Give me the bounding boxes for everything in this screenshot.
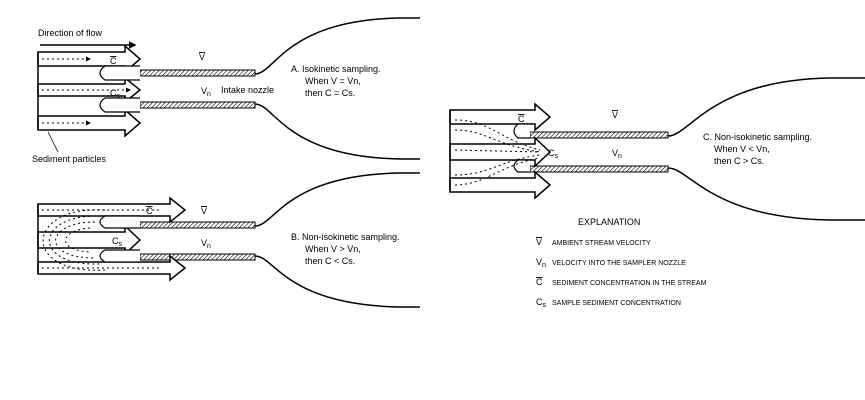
sampler-body-a bbox=[254, 17, 420, 160]
panel-a: Direction of flow Sediment particles C C… bbox=[32, 17, 420, 164]
explanation-title: EXPLANATION bbox=[578, 217, 640, 227]
cs-symbol-b: Cs bbox=[112, 236, 123, 248]
sampler-body-c bbox=[667, 77, 865, 221]
flow-deflect-c2 bbox=[513, 159, 530, 173]
particles-leader bbox=[47, 131, 59, 153]
panel-c-line3: then C > Cs. bbox=[714, 156, 764, 166]
vn-symbol-c: Vn bbox=[612, 148, 622, 160]
panel-a-line2: When V = Vn, bbox=[305, 76, 361, 86]
legend-text-cs: SAMPLE SEDIMENT CONCENTRATION bbox=[552, 300, 681, 307]
panel-c-line2: When V < Vn, bbox=[714, 144, 770, 154]
nozzle-wall-top-c bbox=[529, 131, 669, 139]
legend-text-vn: VELOCITY INTO THE SAMPLER NOZZLE bbox=[552, 260, 686, 267]
panel-c-title: C. Non-isokinetic sampling. bbox=[703, 132, 812, 142]
legend-text-c: SEDIMENT CONCENTRATION IN THE STREAM bbox=[552, 280, 707, 287]
legend-symbol-cs: Cs bbox=[536, 297, 547, 309]
c-symbol-a: C bbox=[110, 56, 117, 66]
panel-a-line3: then C = Cs. bbox=[305, 88, 355, 98]
cs-symbol-a: Cs bbox=[110, 88, 121, 100]
panel-c: C Cs V Vn C. Non-isokinetic sampling. Wh… bbox=[449, 77, 865, 221]
v-symbol-a: V bbox=[199, 52, 205, 62]
nozzle-wall-top-b bbox=[139, 221, 256, 229]
vn-symbol-a: Vn bbox=[201, 86, 211, 98]
particle-paths-b bbox=[42, 209, 160, 271]
nozzle-wall-bottom-a bbox=[139, 101, 256, 109]
flow-deflect-a2 bbox=[99, 97, 140, 113]
panel-b-title: B. Non-isokinetic sampling. bbox=[291, 232, 400, 242]
c-symbol-c: C bbox=[518, 114, 525, 124]
legend-symbol-vn: Vn bbox=[536, 257, 546, 269]
sediment-particles-label: Sediment particles bbox=[32, 154, 107, 164]
nozzle-wall-bottom-c bbox=[529, 165, 669, 173]
flow-deflect-c bbox=[513, 123, 530, 139]
panel-b-line3: then C < Cs. bbox=[305, 256, 355, 266]
legend-symbol-v: V bbox=[536, 237, 542, 247]
sampler-body-b bbox=[254, 172, 420, 308]
legend-symbol-c: C bbox=[536, 277, 543, 287]
flow-arrows-b bbox=[37, 196, 187, 282]
flow-deflect-b bbox=[99, 215, 140, 229]
vn-symbol-b: Vn bbox=[201, 238, 211, 250]
particle-paths-a bbox=[42, 56, 131, 126]
panel-a-title: A. Isokinetic sampling. bbox=[291, 64, 381, 74]
direction-of-flow-label: Direction of flow bbox=[38, 28, 103, 38]
flow-deflect-b2 bbox=[99, 249, 140, 263]
nozzle-wall-top-a bbox=[139, 69, 256, 77]
panel-b: C Cs V Vn B. Non-isokinetic sampling. Wh… bbox=[37, 172, 420, 308]
cs-symbol-c: Cs bbox=[548, 148, 559, 160]
legend-text-v: AMBIENT STREAM VELOCITY bbox=[552, 240, 651, 247]
explanation-legend: EXPLANATION V AMBIENT STREAM VELOCITY Vn… bbox=[536, 217, 707, 309]
intake-nozzle-label: Intake nozzle bbox=[221, 85, 274, 95]
particle-paths-c bbox=[454, 119, 541, 186]
c-symbol-b: C bbox=[146, 206, 153, 216]
flow-deflect-a bbox=[99, 65, 140, 81]
v-symbol-b: V bbox=[201, 206, 207, 216]
v-symbol-c: V bbox=[612, 110, 618, 120]
panel-b-line2: When V > Vn, bbox=[305, 244, 361, 254]
nozzle-wall-bottom-b bbox=[139, 253, 256, 261]
